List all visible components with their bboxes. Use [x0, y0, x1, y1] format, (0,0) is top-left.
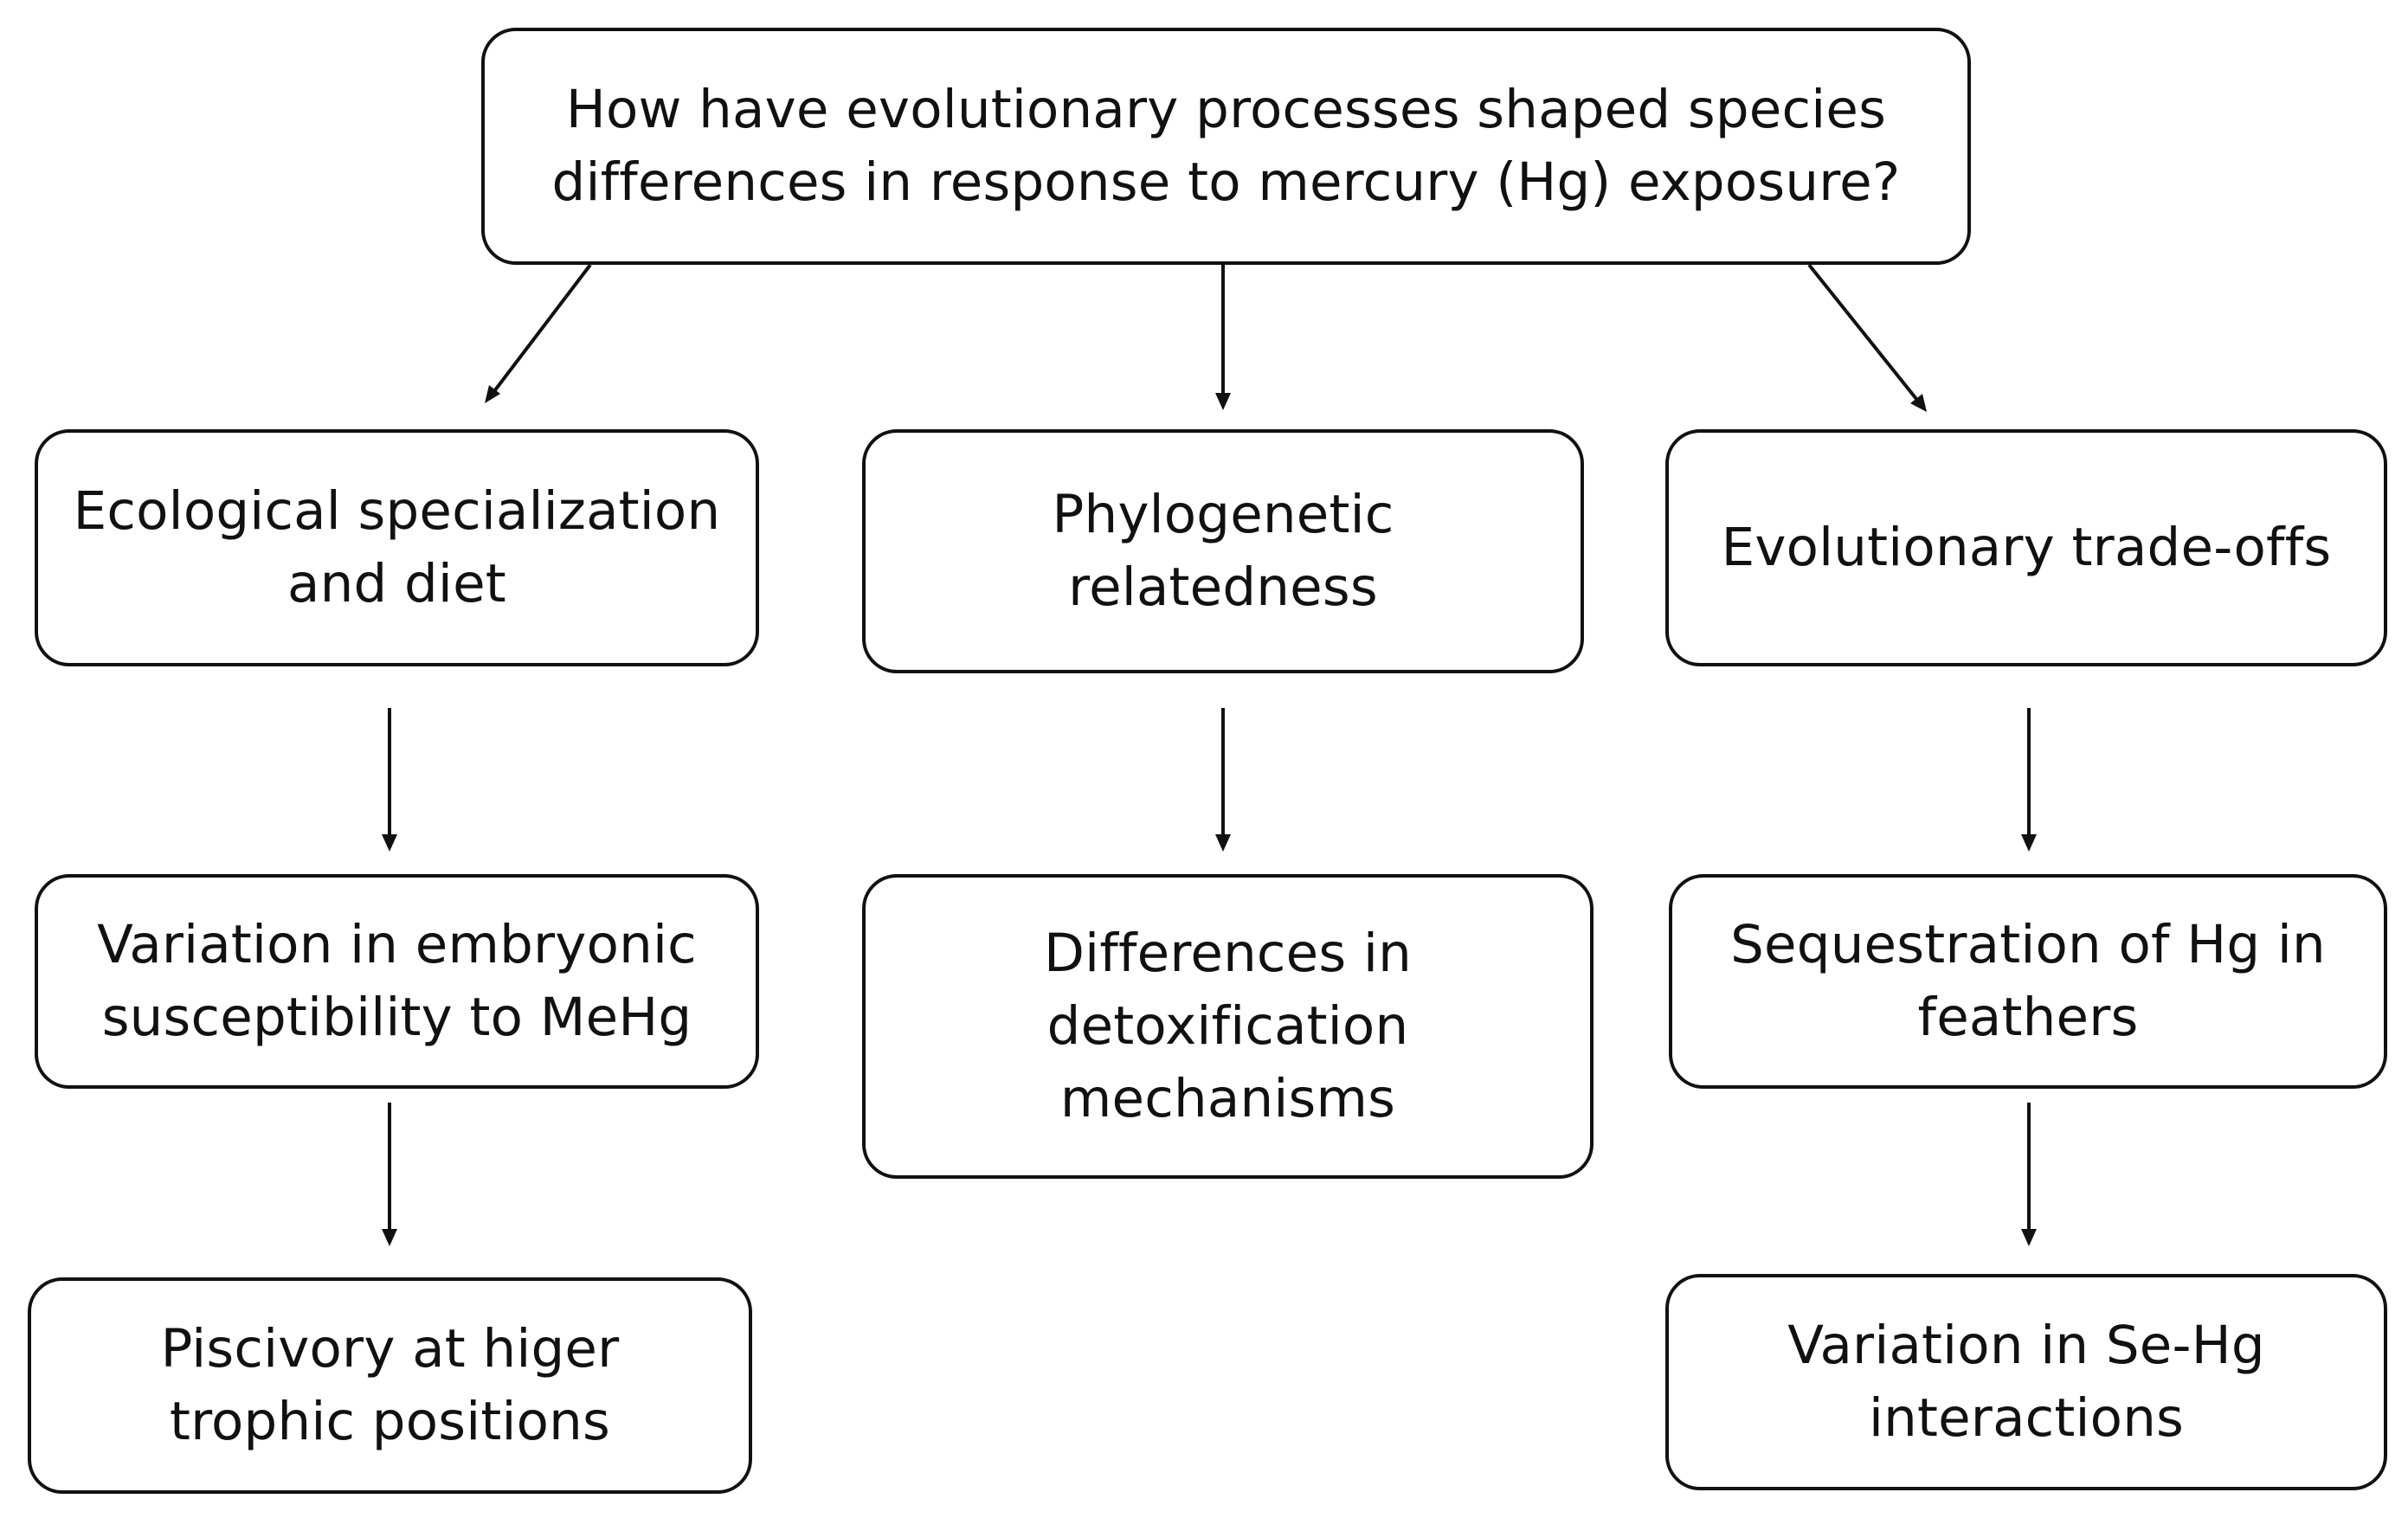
tradeoffs-line-1: Evolutionary trade-offs [1721, 517, 2332, 578]
arrowhead-sequestration [2021, 834, 2037, 852]
arrowhead-embryonic [382, 834, 397, 852]
research-question-box: How have evolutionary processes shaped s… [481, 28, 1971, 265]
piscivory-line-2: trophic positions [169, 1391, 611, 1452]
evolutionary-tradeoffs-box: Evolutionary trade-offs [1665, 429, 2387, 666]
research-question-line-1: How have evolutionary processes shaped s… [565, 79, 1887, 140]
embryonic-line-2: susceptibility to MeHg [101, 987, 692, 1048]
piscivory-box: Piscivory at higer trophic positions [28, 1277, 752, 1494]
ecological-line-2: and diet [287, 553, 506, 614]
sequestration-line-1: Sequestration of Hg in [1730, 914, 2326, 975]
sequestration-line-2: feathers [1917, 987, 2139, 1048]
arrowhead-phylogenetic [1215, 393, 1231, 410]
sehg-line-2: interactions [1868, 1387, 2185, 1449]
arrowhead-tradeoffs [1910, 394, 1927, 412]
se-hg-interactions-box: Variation in Se-Hg interactions [1665, 1274, 2387, 1490]
phylogenetic-line-2: relatedness [1068, 556, 1378, 618]
sehg-line-1: Variation in Se-Hg [1787, 1315, 2265, 1376]
arrowhead-sehg [2021, 1229, 2037, 1246]
detox-line-3: mechanisms [1059, 1068, 1396, 1129]
research-question-line-2: differences in response to mercury (Hg) … [551, 151, 1901, 213]
arrowhead-ecological [485, 385, 500, 403]
arrow-question-to-tradeoffs [1807, 263, 1922, 405]
piscivory-line-1: Piscivory at higer [160, 1318, 620, 1380]
phylogenetic-line-1: Phylogenetic [1052, 484, 1394, 545]
detox-line-2: detoxification [1046, 995, 1409, 1057]
ecological-line-1: Ecological specialization [73, 480, 721, 542]
detoxification-mechanisms-box: Differences in detoxification mechanisms [862, 874, 1594, 1179]
embryonic-line-1: Variation in embryonic [97, 914, 697, 975]
arrowhead-piscivory [382, 1229, 397, 1246]
phylogenetic-relatedness-box: Phylogenetic relatedness [862, 429, 1584, 673]
arrow-question-to-ecological [490, 263, 592, 396]
detox-line-1: Differences in [1044, 923, 1412, 984]
arrowhead-detox [1215, 834, 1231, 852]
feather-sequestration-box: Sequestration of Hg in feathers [1669, 874, 2387, 1089]
ecological-specialization-box: Ecological specialization and diet [35, 429, 759, 666]
embryonic-susceptibility-box: Variation in embryonic susceptibility to… [35, 874, 759, 1089]
